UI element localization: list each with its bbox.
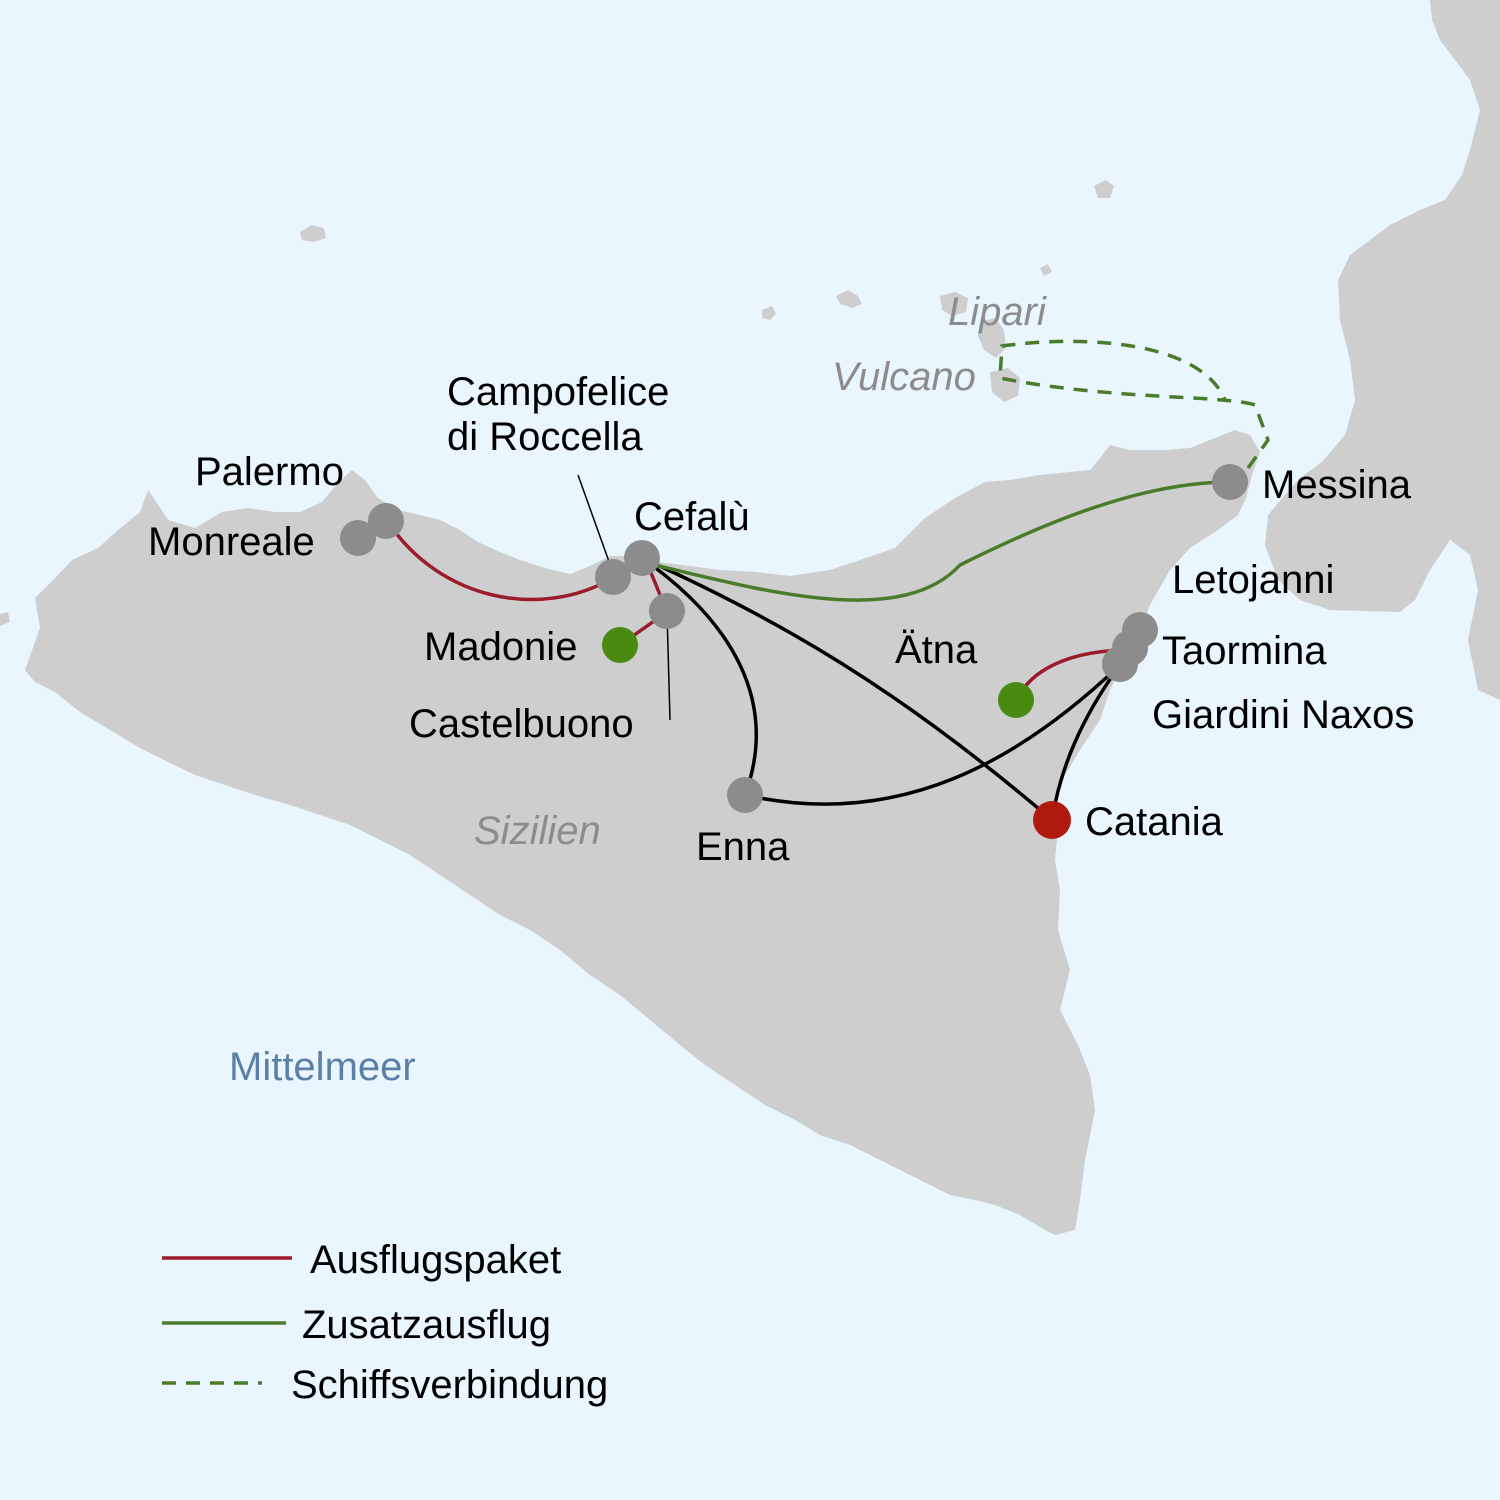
marker-madonie (602, 627, 638, 663)
marker-monreale (340, 520, 376, 556)
label-lipari: Lipari (948, 290, 1047, 334)
label-giardini-naxos: Giardini Naxos (1152, 693, 1414, 737)
marker-castelbuono (649, 593, 685, 629)
marker-palermo (368, 503, 404, 539)
island-vulcano (990, 368, 1020, 402)
route-cefalu-enna (640, 556, 759, 797)
route-enna-taormina (743, 663, 1122, 806)
island-stromboli (1094, 180, 1114, 198)
label-mediterranean: Mittelmeer (229, 1045, 416, 1089)
marker-enna (727, 777, 763, 813)
label-messina: Messina (1262, 463, 1412, 507)
label-castelbuono: Castelbuono (409, 702, 634, 746)
label-taormina: Taormina (1162, 629, 1327, 673)
label-campofelice-line1: Campofelice (447, 370, 669, 414)
leader-castelbuono (666, 611, 671, 721)
island-lipari (978, 318, 1006, 358)
label-etna: Ätna (895, 628, 978, 672)
route-palermo-campofelice (386, 520, 615, 602)
label-vulcano: Vulcano (832, 355, 976, 399)
route-cefalu-messina (640, 480, 1232, 602)
route-ferry-eolie (998, 339, 1270, 470)
legend-label-ausflugspaket: Ausflugspaket (310, 1238, 561, 1282)
leader-campofelice (577, 474, 613, 571)
island-salina (940, 292, 968, 316)
island-panarea (1040, 264, 1052, 276)
label-enna: Enna (696, 825, 790, 869)
sicily-landmass (25, 430, 1260, 1235)
marker-etna (998, 682, 1034, 718)
label-sicily: Sizilien (474, 809, 601, 853)
label-cefalu: Cefalù (634, 495, 750, 539)
marker-messina (1212, 464, 1248, 500)
legend: Ausflugspaket Zusatzausflug Schiffsverbi… (162, 1238, 608, 1407)
label-monreale: Monreale (148, 520, 315, 564)
calabria-landmass (1265, 0, 1500, 700)
marker-campofelice (595, 559, 631, 595)
island-filicudi (836, 290, 862, 308)
route-cefalu-catania (640, 556, 1054, 822)
label-campofelice-line2: di Roccella (447, 415, 643, 459)
island-alicudi (762, 306, 776, 320)
label-palermo: Palermo (195, 450, 344, 494)
island-west (0, 612, 10, 626)
label-catania: Catania (1085, 800, 1224, 844)
marker-cefalu (624, 540, 660, 576)
label-madonie: Madonie (424, 625, 577, 669)
legend-label-zusatzausflug: Zusatzausflug (302, 1303, 551, 1347)
marker-catania (1033, 801, 1071, 839)
marker-giardini-naxos (1102, 646, 1138, 682)
legend-label-schiffsverbindung: Schiffsverbindung (291, 1363, 608, 1407)
label-letojanni: Letojanni (1172, 558, 1334, 602)
place-markers (340, 464, 1248, 839)
island-ustica (300, 225, 326, 242)
